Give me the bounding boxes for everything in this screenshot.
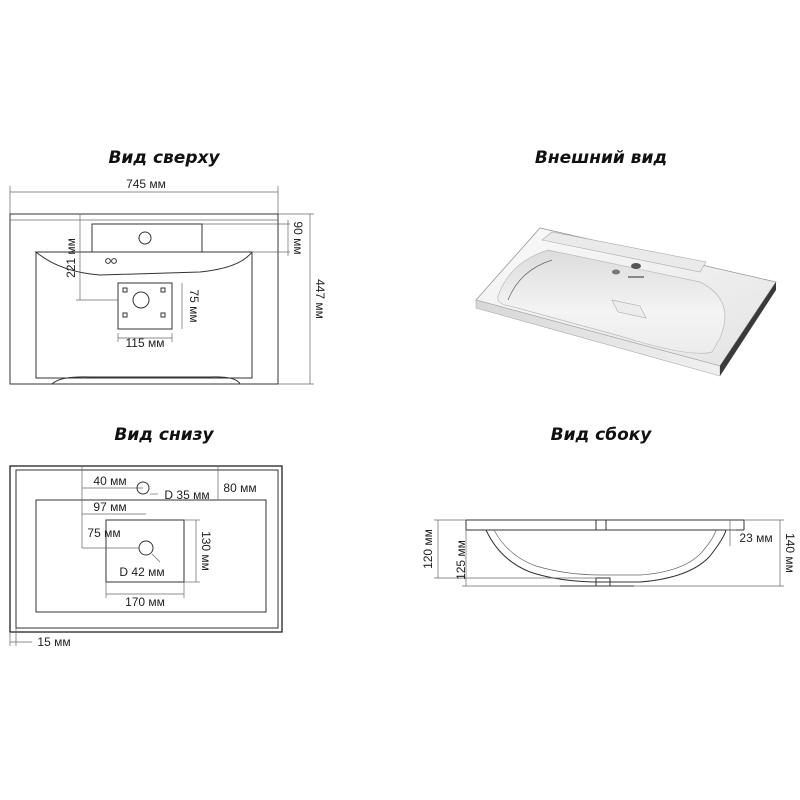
title-bottom-view: Вид снизу: [114, 425, 214, 445]
dim-bottom-drain-width: 170 мм: [125, 595, 165, 609]
dim-bottom-drain-offset-2: 75 мм: [87, 526, 120, 540]
top-view-drawing: 745 мм 221 мм 75 мм 115 мм: [9, 177, 327, 385]
dim-top-drain-height: 75 мм: [187, 289, 201, 322]
dim-side-outer-height: 125 мм: [454, 540, 468, 580]
exterior-render: [475, 227, 777, 377]
bottom-rim-outline: [15, 469, 279, 629]
bottom-outer-outline: [9, 465, 283, 633]
dim-top-drain-width: 115 мм: [126, 336, 165, 350]
title-side-view: Вид сбоку: [551, 425, 653, 445]
dim-top-depth: 447 мм: [313, 279, 327, 319]
top-bowl-rim: [34, 251, 254, 276]
bottom-view-drawing: 40 мм D 35 мм 80 мм 97 мм 75 мм D 42 мм …: [9, 465, 283, 649]
dim-bottom-drain-height: 130 мм: [199, 531, 213, 571]
dim-bottom-drain-hole: D 42 мм: [119, 565, 164, 579]
dim-top-ledge: 90 мм: [291, 221, 305, 254]
side-bowl-outer: [485, 529, 727, 583]
dim-side-rim-thickness: 23 мм: [739, 531, 772, 545]
side-view-drawing: 120 мм 125 мм 140 мм 23 мм: [421, 519, 797, 587]
dim-bottom-drain-offset-1: 97 мм: [93, 500, 126, 514]
dim-bottom-tap-offset: 40 мм: [93, 474, 126, 488]
dim-bottom-tap-hole: D 35 мм: [164, 488, 209, 502]
top-tap-ledge: [91, 223, 203, 253]
dim-bottom-rim: 15 мм: [37, 635, 70, 649]
top-tap-hole: [138, 231, 152, 245]
dim-top-bowl-offset: 221 мм: [64, 238, 78, 278]
title-top-view: Вид сверху: [108, 148, 220, 168]
dim-side-total-height: 140 мм: [783, 533, 797, 573]
dim-top-width: 745 мм: [126, 177, 166, 191]
top-drain-plate: [117, 282, 173, 330]
bottom-drain-hole: [138, 540, 154, 556]
title-exterior-view: Внешний вид: [535, 148, 667, 168]
bottom-tap-hole: [136, 481, 150, 495]
dim-side-bowl-height: 120 мм: [421, 529, 435, 569]
top-outer-outline: [9, 213, 279, 385]
dim-bottom-ledge: 80 мм: [223, 481, 256, 495]
bottom-drain-area: [105, 519, 185, 583]
top-drain-hole: [132, 291, 150, 309]
bottom-bowl-outline: [35, 499, 267, 613]
